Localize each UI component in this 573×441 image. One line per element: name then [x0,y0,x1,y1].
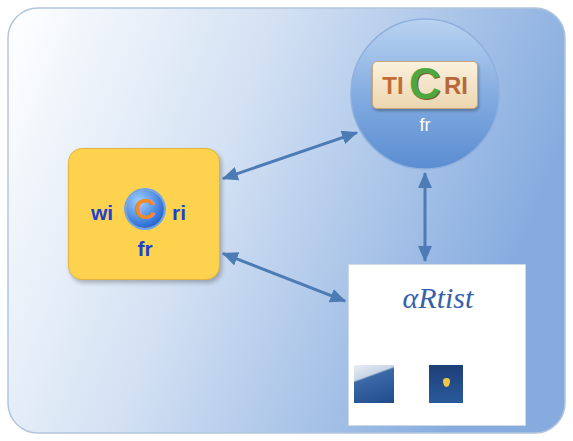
wicri-box: wi Crifr [68,148,220,280]
double-arrow [223,253,345,301]
language-code: fr [420,116,431,134]
logo-letter: C [409,62,441,106]
logo-title: αRtist [403,283,474,313]
logo-part: TI [382,74,403,98]
logo-letter: C [126,190,164,228]
circle-shape [351,19,499,169]
ticri-circle: TICRI fr [350,18,500,170]
double-arrow [223,133,357,179]
outer-frame [8,8,565,433]
droplet-symbol [443,378,450,387]
logo-part: RI [444,74,468,98]
artist-box: αRtist [348,264,526,426]
logo-part: ri [172,202,186,223]
thumbnail-image [429,365,463,403]
language-code: fr [137,238,152,259]
double-arrow [424,173,427,261]
logo-part: wi [91,202,113,223]
thumbnail-image [354,365,394,403]
